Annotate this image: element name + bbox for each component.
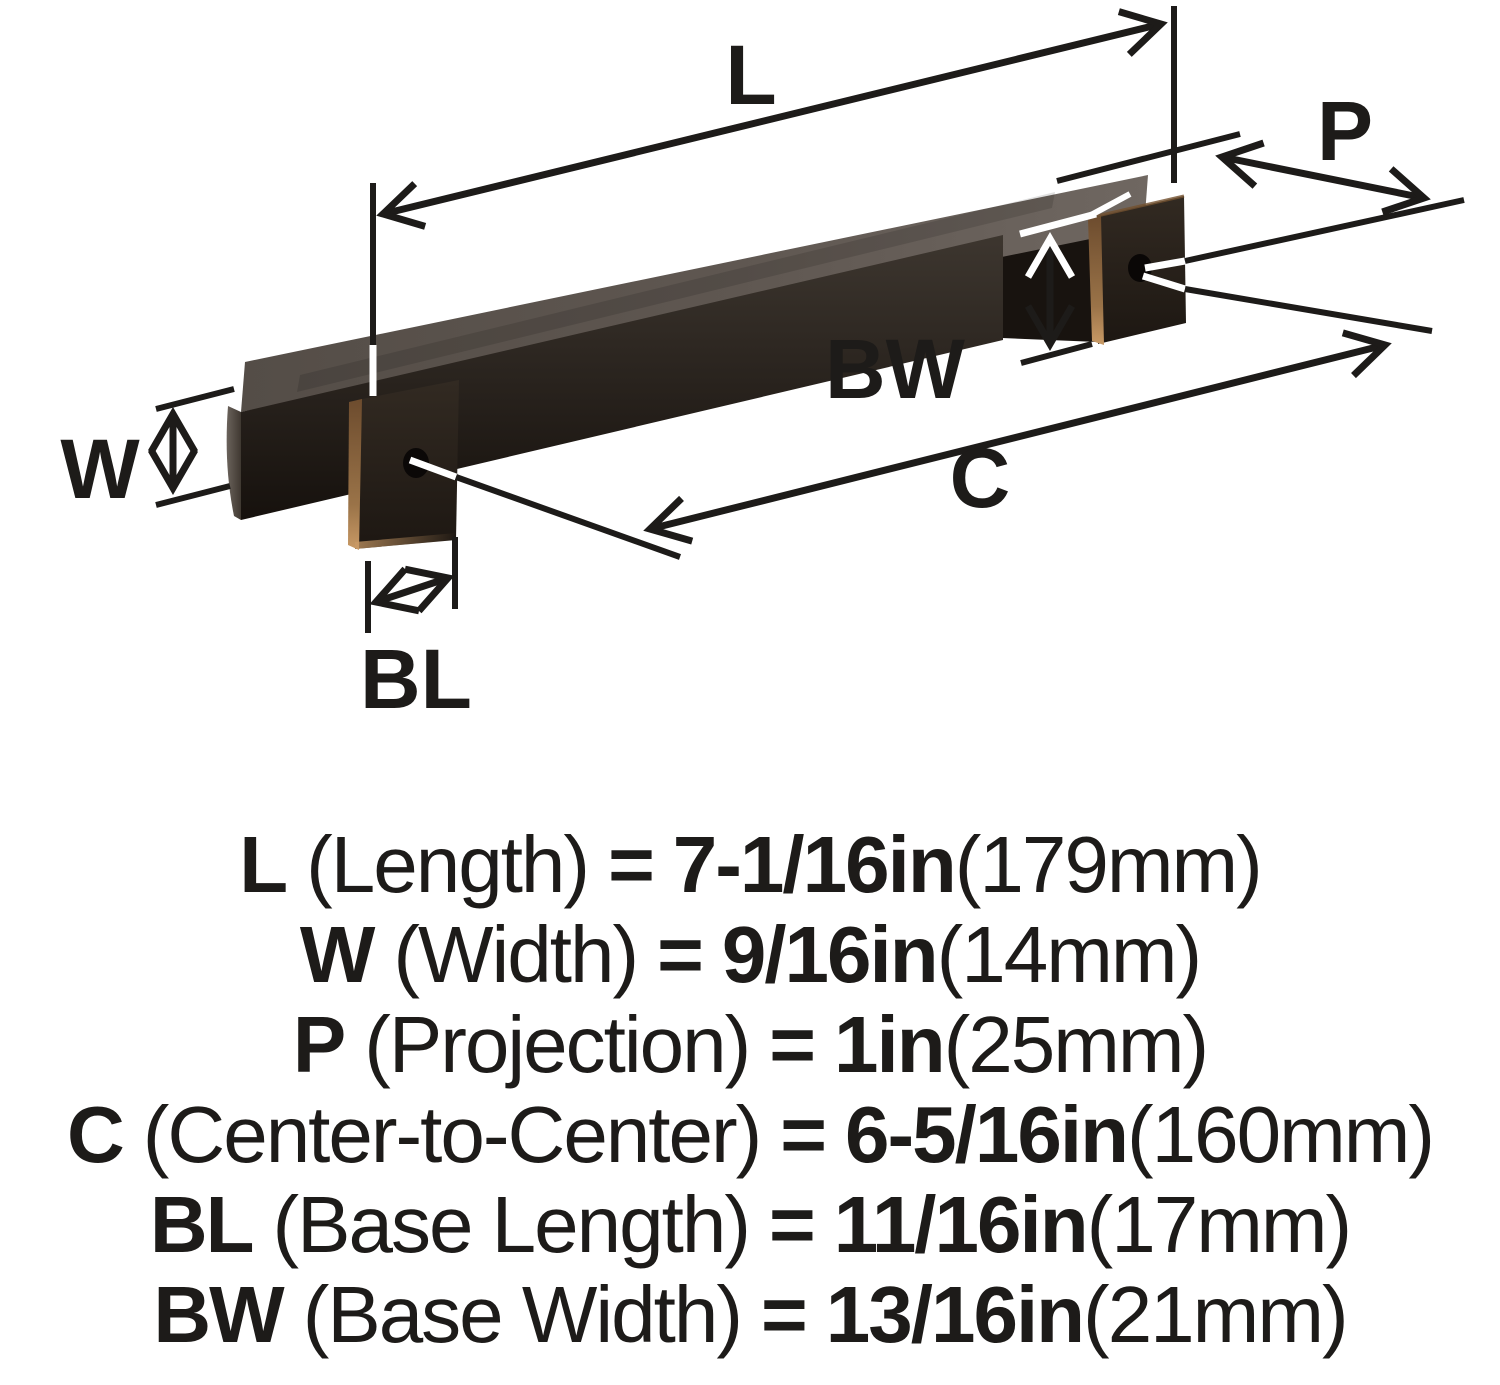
width-tick-top xyxy=(155,386,235,412)
pull-handle-illustration xyxy=(226,175,1186,550)
spec-equals: = xyxy=(780,1090,827,1179)
spec-name: (Base Width) xyxy=(302,1270,743,1359)
dimension-center-to-center: C xyxy=(408,272,1433,560)
c2c-dim-line xyxy=(643,329,1392,545)
spec-row-projection: P(Projection)=1in(25mm) xyxy=(0,1000,1500,1090)
dimension-spec-list: L(Length)=7-1/16in(179mm) W(Width)=9/16i… xyxy=(0,820,1500,1360)
screw-axis-right-ext xyxy=(1184,197,1465,264)
c2c-ext-left-overlay xyxy=(408,456,458,481)
spec-symbol: C xyxy=(67,1090,125,1179)
screw-axis-right-overlay xyxy=(1144,257,1186,272)
dimension-width: W xyxy=(60,386,235,516)
spec-value: 9/16in xyxy=(721,910,939,999)
spec-symbol: BL xyxy=(149,1180,255,1269)
spec-symbol: P xyxy=(292,1000,346,1089)
base-width-tick-bottom xyxy=(1020,341,1093,366)
spec-value: 1in xyxy=(833,1000,946,1089)
width-tick-bottom xyxy=(155,483,231,508)
left-plate-bronze-edge xyxy=(348,399,362,550)
projection-dim-line xyxy=(1215,139,1431,216)
spec-symbol: BW xyxy=(153,1270,284,1359)
c2c-ext-right xyxy=(1184,286,1433,334)
spec-value: 6-5/16in xyxy=(845,1090,1129,1179)
length-dim-line xyxy=(376,8,1168,230)
base-length-label: BL xyxy=(360,632,472,726)
projection-ext-line-back xyxy=(1056,131,1241,184)
spec-metric: (17mm) xyxy=(1086,1180,1353,1269)
spec-symbol: L xyxy=(239,820,288,909)
width-label: W xyxy=(60,422,140,516)
left-plate-bronze-bottom xyxy=(355,533,456,549)
right-plate-bronze-edge xyxy=(1088,216,1104,345)
spec-name: (Length) xyxy=(306,820,590,909)
spec-value: 11/16in xyxy=(833,1180,1089,1269)
base-width-tick-top xyxy=(1019,210,1097,238)
dimension-base-length: BL xyxy=(360,537,472,726)
spec-metric: (14mm) xyxy=(936,910,1203,999)
base-width-label: BW xyxy=(825,322,966,416)
spec-symbol: W xyxy=(299,910,376,999)
spec-equals: = xyxy=(761,1270,808,1359)
spec-row-center-to-center: C(Center-to-Center)=6-5/16in(160mm) xyxy=(0,1090,1500,1180)
base-length-dim-line xyxy=(369,565,455,615)
spec-row-base-width: BW(Base Width)=13/16in(21mm) xyxy=(0,1270,1500,1360)
spec-name: (Base Length) xyxy=(272,1180,751,1269)
c2c-ext-left xyxy=(454,474,682,560)
spec-equals: = xyxy=(657,910,704,999)
spec-value: 13/16in xyxy=(825,1270,1085,1359)
spec-metric: (25mm) xyxy=(943,1000,1210,1089)
spec-name: (Projection) xyxy=(364,1000,751,1089)
spec-row-base-length: BL(Base Length)=11/16in(17mm) xyxy=(0,1180,1500,1270)
spec-metric: (160mm) xyxy=(1126,1090,1435,1179)
dimension-projection: P xyxy=(1056,84,1465,272)
bar-top-face xyxy=(241,175,1148,412)
center-to-center-label: C xyxy=(950,431,1011,525)
spec-metric: (179mm) xyxy=(954,820,1263,909)
projection-label: P xyxy=(1317,84,1373,178)
spec-value: 7-1/16in xyxy=(672,820,957,909)
dimension-base-width: BW xyxy=(825,210,1097,416)
spec-equals: = xyxy=(769,1180,816,1269)
spec-metric: (21mm) xyxy=(1083,1270,1349,1359)
bar-left-end-cap xyxy=(226,406,241,520)
c2c-ext-right-overlay xyxy=(1141,272,1187,293)
dimension-diagram: L P C W xyxy=(60,6,1465,726)
dimension-length: L xyxy=(369,6,1177,396)
bar-top-inset xyxy=(297,192,1055,392)
spec-equals: = xyxy=(608,820,655,909)
spec-row-width: W(Width)=9/16in(14mm) xyxy=(0,910,1500,1000)
spec-equals: = xyxy=(769,1000,816,1089)
spec-row-length: L(Length)=7-1/16in(179mm) xyxy=(0,820,1500,910)
spec-name: (Center-to-Center) xyxy=(142,1090,763,1179)
spec-name: (Width) xyxy=(393,910,639,999)
length-label: L xyxy=(725,28,776,122)
